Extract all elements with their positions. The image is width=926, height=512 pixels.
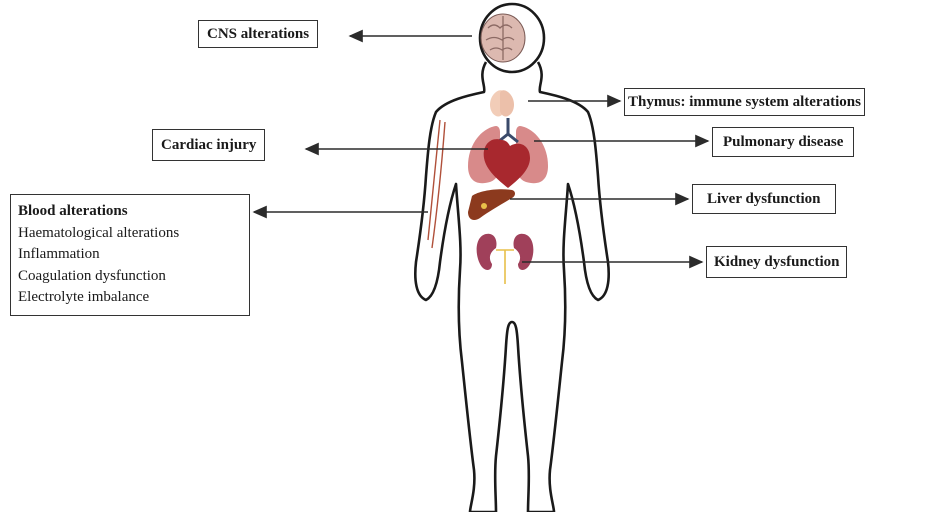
liver-icon <box>468 189 515 220</box>
gallbladder-icon <box>481 203 487 209</box>
cardiac-label: Cardiac injury <box>152 129 265 161</box>
kidney-label: Kidney dysfunction <box>706 246 847 278</box>
kidneys-icon <box>477 234 534 284</box>
brain-icon <box>481 14 525 62</box>
blood-alterations-box: Blood alterations Haematological alterat… <box>10 194 250 316</box>
thymus-icon <box>490 90 514 116</box>
blood-item-coagulation: Coagulation dysfunction <box>18 266 242 288</box>
blood-item-inflammation: Inflammation <box>18 244 242 266</box>
blood-item-haematological: Haematological alterations <box>18 223 242 245</box>
blood-item-electrolyte: Electrolyte imbalance <box>18 287 242 309</box>
liver-label: Liver dysfunction <box>692 184 836 214</box>
thymus-label: Thymus: immune system alterations <box>624 88 865 116</box>
pulmonary-label: Pulmonary disease <box>712 127 854 157</box>
blood-alterations-title: Blood alterations <box>18 201 242 223</box>
cns-label: CNS alterations <box>198 20 318 48</box>
